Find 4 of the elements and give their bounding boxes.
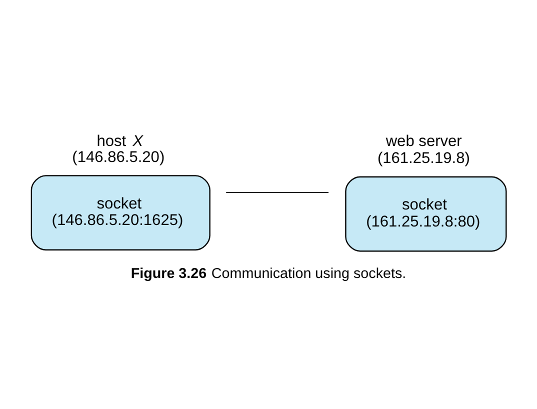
node-label: web server (161.25.19.8) — [377, 132, 470, 166]
connector — [226, 191, 329, 192]
caption: Figure 3.26 Communication using sockets. — [130, 266, 406, 282]
node-label: host X (146.86.5.20) — [72, 132, 165, 166]
